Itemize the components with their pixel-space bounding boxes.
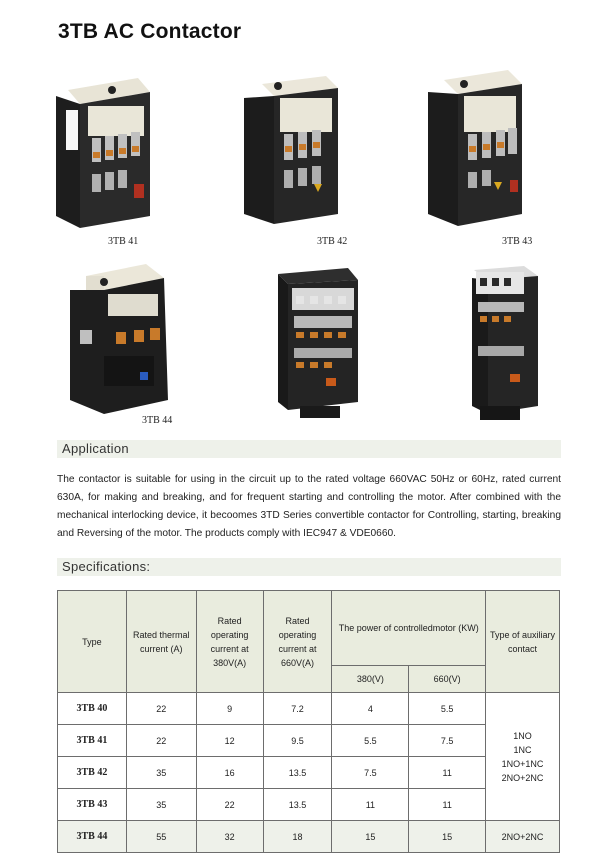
- cell-p660: 11: [408, 756, 487, 789]
- table-row: 3TB 40 22 9 7.2 4 5.5 1NO 1NC 1NO+1NC 2N…: [57, 692, 560, 821]
- product-label: 3TB 44: [142, 415, 173, 426]
- cell-type: 3TB 43: [57, 788, 127, 821]
- product-photo-unlabeled: [466, 262, 544, 429]
- cell-thermal: 22: [125, 724, 197, 757]
- cell-p660: 15: [408, 820, 487, 853]
- header-type: Type: [57, 590, 127, 693]
- table-subheader-row: 380(V) 660(V): [58, 665, 560, 693]
- contactor-image: [472, 266, 538, 420]
- header-motor-power: The power of controlledmotor (KW): [331, 590, 487, 666]
- cell-op380: 22: [195, 788, 264, 821]
- header-power-660v: 660(V): [408, 665, 487, 693]
- table-row: 3TB 44 55 32 18 15 15 2NO+2NC: [57, 820, 560, 853]
- header-thermal-current: Rated thermal current (A): [125, 590, 197, 693]
- aux-option: 2NO+2NC: [501, 772, 544, 783]
- cell-p660: 11: [408, 788, 487, 821]
- cell-p660: 5.5: [408, 692, 487, 725]
- table-header-row: Type Rated thermal current (A) Rated ope…: [57, 590, 560, 693]
- header-operating-current-660: Rated operating current at 660V(A): [262, 590, 333, 693]
- product-label: 3TB 43: [502, 236, 533, 247]
- header-auxiliary-contact: Type of auxiliary contact: [485, 590, 560, 693]
- cell-p660: 7.5: [408, 724, 487, 757]
- cell-thermal: 35: [125, 788, 197, 821]
- cell-auxiliary-last: 2NO+2NC: [485, 820, 560, 853]
- product-photo-3tb41: [50, 66, 162, 241]
- table-row: 3TB 43 35 22 13.5 11 11: [57, 788, 560, 821]
- specifications-heading: Specifications:: [62, 559, 151, 574]
- product-photo-3tb43: [424, 64, 534, 239]
- aux-option: 1NC: [513, 744, 532, 755]
- product-label: 3TB 41: [108, 236, 139, 247]
- application-text: The contactor is suitable for using in t…: [57, 474, 561, 539]
- cell-op660: 18: [262, 820, 333, 853]
- product-label: 3TB 42: [317, 236, 348, 247]
- cell-p380: 5.5: [331, 724, 410, 757]
- contactor-image: [428, 70, 522, 226]
- product-photo-3tb44: [64, 260, 176, 421]
- aux-option: 1NO+1NC: [501, 758, 544, 769]
- contactor-image: [56, 78, 150, 228]
- application-heading-bar: Application: [57, 440, 561, 458]
- cell-op660: 7.2: [262, 692, 333, 725]
- cell-type: 3TB 42: [57, 756, 127, 789]
- page-title: 3TB AC Contactor: [58, 20, 242, 43]
- contactor-image: [70, 264, 168, 414]
- cell-thermal: 22: [125, 692, 197, 725]
- cell-p380: 7.5: [331, 756, 410, 789]
- cell-op380: 16: [195, 756, 264, 789]
- application-heading: Application: [62, 441, 129, 456]
- cell-type: 3TB 44: [57, 820, 127, 853]
- cell-op660: 13.5: [262, 788, 333, 821]
- contactor-image: [244, 76, 338, 224]
- specifications-heading-bar: Specifications:: [57, 558, 561, 576]
- table-row: 3TB 42 35 16 13.5 7.5 11: [57, 756, 560, 789]
- table-row: 3TB 41 22 12 9.5 5.5 7.5: [57, 724, 560, 757]
- cell-type: 3TB 40: [57, 692, 127, 725]
- cell-auxiliary-group: 1NO 1NC 1NO+1NC 2NO+2NC: [485, 692, 560, 821]
- specifications-table: Type Rated thermal current (A) Rated ope…: [57, 590, 560, 853]
- product-photo-3tb42: [240, 64, 350, 239]
- header-power-380v: 380(V): [331, 665, 410, 693]
- cell-p380: 4: [331, 692, 410, 725]
- cell-p380: 11: [331, 788, 410, 821]
- cell-type: 3TB 41: [57, 724, 127, 757]
- cell-op380: 32: [195, 820, 264, 853]
- cell-p380: 15: [331, 820, 410, 853]
- cell-thermal: 35: [125, 756, 197, 789]
- cell-op660: 9.5: [262, 724, 333, 757]
- cell-op380: 9: [195, 692, 264, 725]
- cell-op380: 12: [195, 724, 264, 757]
- product-photo-unlabeled: [270, 262, 362, 427]
- cell-thermal: 55: [125, 820, 197, 853]
- header-operating-current-380: Rated operating current at 380V(A): [195, 590, 264, 693]
- aux-option: 1NO: [513, 730, 532, 741]
- contactor-image: [278, 268, 358, 418]
- cell-op660: 13.5: [262, 756, 333, 789]
